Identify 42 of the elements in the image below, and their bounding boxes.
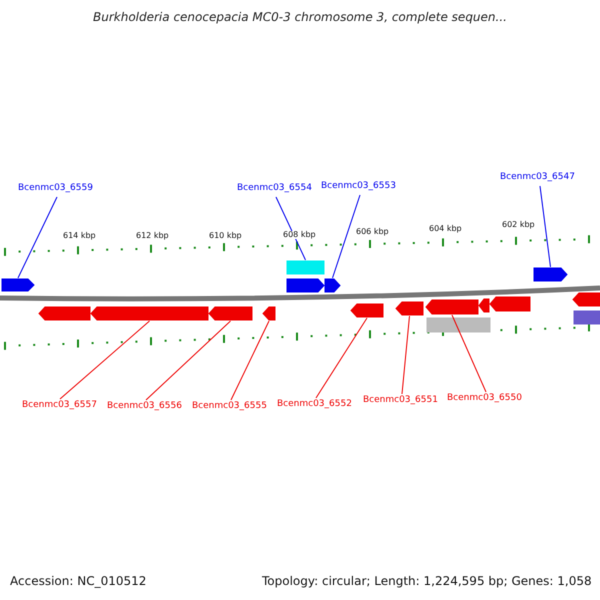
leader-line: [276, 196, 306, 260]
leader-line: [540, 186, 551, 268]
footer-text: Topology: circular; Length: 1,224,595 bp; Genes: 1,058: [262, 575, 592, 587]
leader-line: [146, 320, 231, 400]
footer-text: Accession: NC_010512: [10, 575, 146, 587]
gene-label: Bcenmc03_6551: [363, 396, 438, 405]
leader-line: [332, 194, 360, 278]
leader-line: [18, 196, 58, 278]
gene-label: Bcenmc03_6550: [447, 394, 522, 403]
scale-label: 602 kbp: [502, 221, 535, 229]
scale-label: 604 kbp: [429, 225, 462, 233]
gene-block: [324, 278, 341, 292]
gene-block: [395, 302, 424, 316]
gene-label: Bcenmc03_6547: [500, 173, 575, 182]
leader-line: [402, 316, 410, 394]
gene-label: Bcenmc03_6553: [321, 182, 396, 191]
scale-label: 614 kbp: [63, 232, 96, 240]
scale-label: 612 kbp: [136, 232, 169, 240]
scale-label: 608 kbp: [283, 231, 316, 239]
gene-block: [208, 306, 252, 320]
gene-block: [2, 278, 35, 292]
scale-label: 610 kbp: [209, 232, 242, 240]
gene-label: Bcenmc03_6552: [277, 400, 352, 409]
gene-block: [350, 304, 384, 318]
gene-label: Bcenmc03_6557: [22, 401, 97, 410]
feature-bar: [426, 318, 490, 332]
gene-block: [38, 306, 90, 320]
leader-line: [60, 320, 150, 400]
gene-block: [572, 292, 600, 306]
gene-block: [262, 306, 276, 320]
chart-title: Burkholderia cenocepacia MC0-3 chromosome 3, complete sequen...: [92, 11, 508, 23]
gene-label: Bcenmc03_6554: [237, 184, 312, 193]
scale-label: 606 kbp: [356, 228, 389, 236]
gene-label: Bcenmc03_6559: [18, 184, 93, 193]
gene-label: Bcenmc03_6555: [192, 402, 267, 411]
leader-line: [316, 318, 368, 398]
feature-bar: [574, 310, 600, 324]
feature-bar: [286, 260, 324, 274]
leader-line: [452, 314, 486, 392]
leader-line: [230, 320, 270, 400]
gene-block: [534, 268, 568, 282]
gene-label: Bcenmc03_6556: [107, 402, 182, 411]
